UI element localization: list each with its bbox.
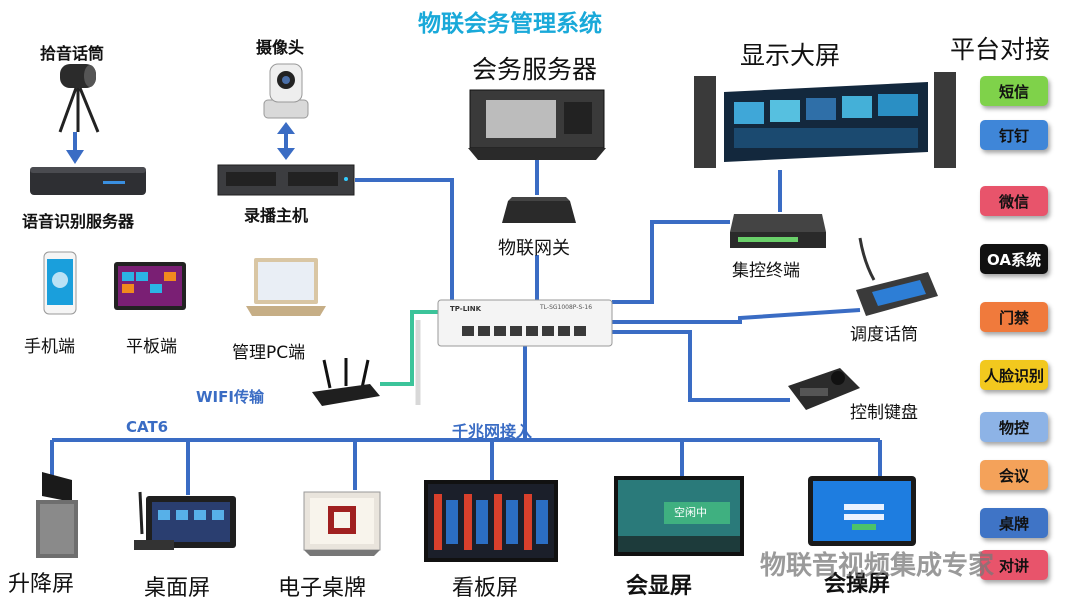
mobile-label: 手机端: [24, 337, 75, 357]
control-keyboard-icon: [788, 368, 860, 410]
e-nameplate-icon: [303, 491, 381, 556]
platform-dingtalk: 钉钉: [980, 120, 1048, 150]
admin-pc-label: 管理PC端: [232, 343, 306, 363]
admin-laptop-icon: [246, 258, 326, 316]
iot-gateway-label: 物联网关: [498, 238, 570, 259]
desk-screen-icon: [134, 491, 236, 550]
switch-brand: TP-LINK: [450, 305, 482, 313]
platform-nameplate: 桌牌: [980, 508, 1048, 538]
watermark-text: 物联音视频集成专家: [760, 551, 995, 581]
dispatch-mic-label: 调度话筒: [850, 325, 918, 345]
speech-server-label: 语音识别服务器: [22, 212, 135, 231]
pickup-mic-icon: [58, 64, 100, 133]
conf-server-label: 会务服务器: [472, 55, 598, 84]
platform-sms: 短信: [980, 76, 1048, 106]
switch-to-dispatch-mic: [612, 308, 861, 324]
tablet-icon: [114, 262, 186, 310]
platform-meeting: 会议: [980, 460, 1048, 490]
central-control-icon: [730, 214, 826, 248]
mic-label: 拾音话筒: [40, 44, 105, 63]
wifi-router-icon: [312, 358, 380, 406]
diagram-title: 物联会务管理系统: [418, 11, 602, 37]
display-wall-icon: [694, 72, 956, 168]
switch-to-keyboard: [612, 330, 790, 402]
terminal-label-meeting-op: 会操屏: [824, 572, 891, 597]
platform-intercom: 对讲: [980, 550, 1048, 580]
iot-gateway-icon: [502, 197, 576, 223]
central-control-label: 集控终端: [732, 261, 800, 281]
platform-access-control: 门禁: [980, 302, 1048, 332]
lift-screen-icon: [36, 472, 78, 558]
gigabit-label: 千兆网接入: [452, 422, 533, 441]
platform-wechat: 微信: [980, 186, 1048, 216]
display-wall-label: 显示大屏: [740, 41, 841, 70]
meeting-display-device: 空闲中: [614, 476, 744, 556]
control-to-switch: [612, 220, 730, 304]
wifi-line: [380, 310, 440, 386]
platform-oa: OA系统: [980, 244, 1048, 274]
platform-face-recognition: 人脸识别: [980, 360, 1048, 390]
control-keyboard-label: 控制键盘: [850, 403, 918, 423]
ptz-camera-icon: [263, 63, 309, 119]
meeting-op-screen-icon: [808, 476, 916, 546]
recorder-to-switch: [355, 178, 454, 305]
camera-label: 摄像头: [256, 38, 305, 57]
kanban-screen-icon: [424, 480, 558, 562]
terminal-label-kanban: 看板屏: [452, 576, 519, 601]
wifi-label: WIFI传输: [196, 388, 264, 406]
terminal-label-lift: 升降屏: [8, 572, 75, 597]
recorder-host-icon: [217, 164, 355, 196]
tablet-label: 平板端: [126, 337, 177, 357]
terminal-label-nameplate: 电子桌牌: [278, 576, 367, 601]
mobile-phone-icon: [43, 251, 77, 315]
terminal-label-meeting-display: 会显屏: [626, 574, 693, 599]
cat6-label: CAT6: [126, 418, 169, 436]
speech-server-icon: [30, 167, 146, 195]
dispatch-mic-icon: [856, 237, 938, 316]
platform-iot-control: 物控: [980, 412, 1048, 442]
switch-model: TL-SG1008P-S-16: [540, 304, 593, 311]
meeting-status-text: 空闲中: [674, 506, 707, 519]
conf-server-icon: [468, 89, 606, 160]
recorder-label: 录播主机: [244, 206, 309, 225]
platform-heading: 平台对接: [950, 35, 1051, 64]
terminal-label-desk: 桌面屏: [144, 576, 211, 601]
network-switch-icon: [437, 299, 613, 347]
